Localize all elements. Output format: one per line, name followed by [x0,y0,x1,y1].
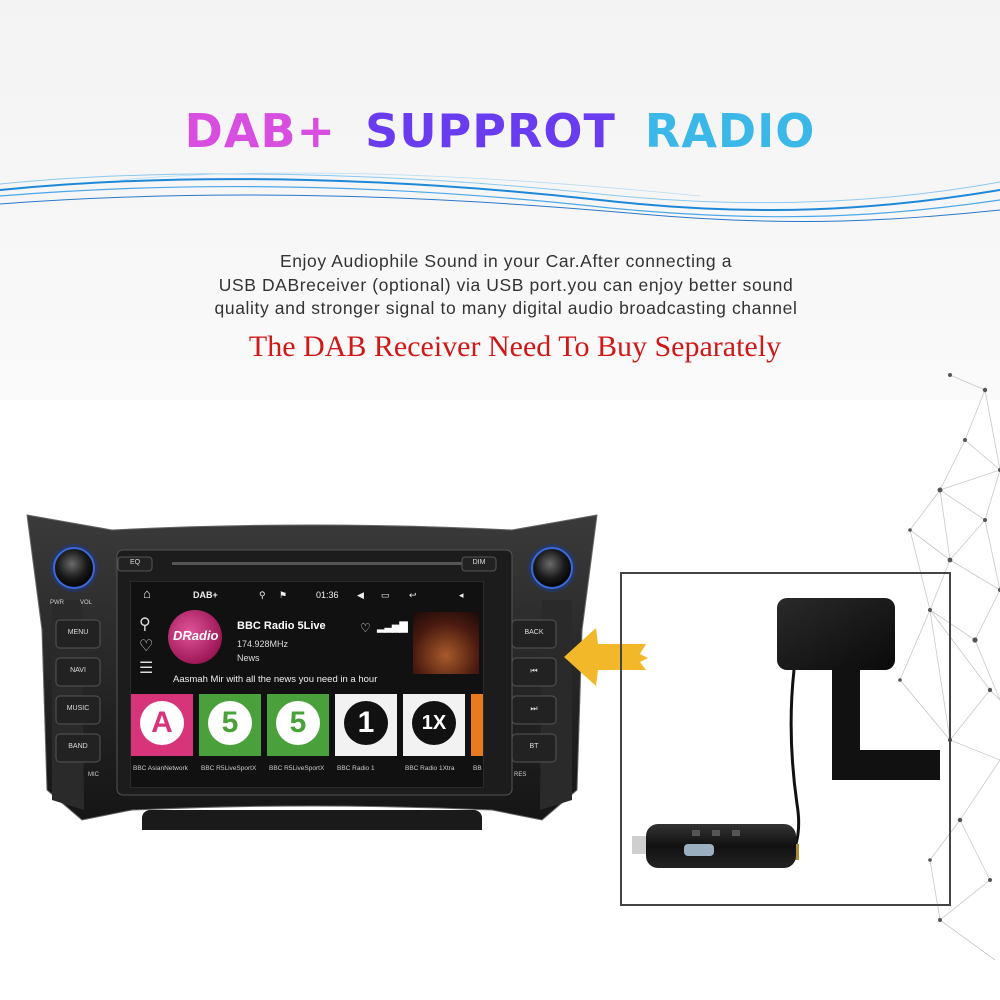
now-playing-text: Aasmah Mir with all the news you need in… [173,674,378,685]
menu-button[interactable]: MENU [67,629,89,636]
res-label: RES [514,772,527,778]
title-radio: RADIO [644,104,816,158]
page-title: DAB+ SUPPROT RADIO [0,104,1000,158]
status-time: 01:36 [316,590,339,600]
station-tile-label: BBC Radio 1Xtra [405,765,455,772]
prev-button[interactable]: ⏮ [530,666,538,675]
signal-icon: ▂▃▅▇ [377,621,408,633]
title-dab: DAB+ [184,104,337,158]
station-tile-glyph: 5 [276,701,320,745]
back-button[interactable]: BACK [524,629,544,636]
description-line-2: USB DABreceiver (optional) via USB port.… [218,274,794,295]
volume-icon[interactable]: ◀ [357,590,364,600]
receiver-note: The DAB Receiver Need To Buy Separately [248,330,782,363]
list-icon[interactable]: ☰ [139,660,154,677]
heart-icon[interactable]: ♡ [360,621,371,635]
window-icon[interactable]: ▭ [381,590,390,600]
station-tile[interactable]: A [131,694,193,756]
top-background [0,0,1000,400]
next-button[interactable]: ⏭ [530,704,538,713]
station-tile-label: BBC Radio 1 [337,765,375,772]
station-genre: News [237,653,260,663]
album-art [413,612,479,674]
description-line-3: quality and stronger signal to many digi… [214,298,798,318]
logo-text: DRadio [173,628,219,643]
navi-button[interactable]: NAVI [70,667,86,674]
description: Enjoy Audiophile Sound in your Car.After… [150,250,862,321]
station-tile-label: BBC R5LiveSportX [269,765,325,772]
title-support: SUPPROT [365,104,616,158]
radio-screen: ⌂ DAB+ ⚲ ⚑ 01:36 ◀ ▭ ↩ ◂ ⚲ ♡ ☰ DRadio BB… [130,581,484,788]
status-bar: ⌂ DAB+ ⚲ ⚑ 01:36 ◀ ▭ ↩ ◂ [131,582,483,606]
station-tile-label: BBC AsianNetwork [133,765,188,772]
music-button[interactable]: MUSIC [66,705,90,712]
station-tile[interactable]: 1X [403,694,465,756]
dab-receiver-photo [620,572,951,906]
home-icon[interactable]: ⌂ [143,586,151,601]
station-tile-label: BB [473,765,482,772]
station-tile[interactable]: 5 [267,694,329,756]
dim-button[interactable]: DIM [472,559,486,566]
favorite-icon[interactable]: ♡ [139,638,154,655]
station-name: BBC Radio 5Live [237,620,326,632]
bt-button[interactable]: BT [529,743,539,750]
station-tile[interactable]: 5 [199,694,261,756]
usb-icon: ⚲ [259,590,266,600]
station-tile[interactable]: 1 [335,694,397,756]
pwr-label: PWR [50,600,64,606]
station-tile-label: BBC R5LiveSportX [201,765,257,772]
station-tile-glyph: 1 [344,701,388,745]
status-app-name: DAB+ [193,590,218,600]
station-tile-glyph: A [140,701,184,745]
station-logo: DRadio [168,610,222,664]
vol-label: VOL [80,600,93,606]
side-icons: ⚲ ♡ ☰ [139,614,161,680]
more-icon[interactable]: ◂ [459,590,464,600]
arrow-icon [564,628,648,686]
station-tile[interactable] [471,694,483,756]
dab-receiver-icon [632,598,940,868]
location-icon: ⚑ [279,590,288,600]
mic-label: MIC [88,772,99,778]
station-tile-glyph: 1X [412,701,456,745]
search-icon[interactable]: ⚲ [139,616,151,633]
description-line-1: Enjoy Audiophile Sound in your Car.After… [279,251,733,271]
station-tile-glyph: 5 [208,701,252,745]
eq-button[interactable]: EQ [129,559,141,566]
band-button[interactable]: BAND [68,743,88,750]
wave-decoration [0,172,1000,223]
back-icon[interactable]: ↩ [409,590,417,600]
station-frequency: 174.928MHz [237,639,289,649]
